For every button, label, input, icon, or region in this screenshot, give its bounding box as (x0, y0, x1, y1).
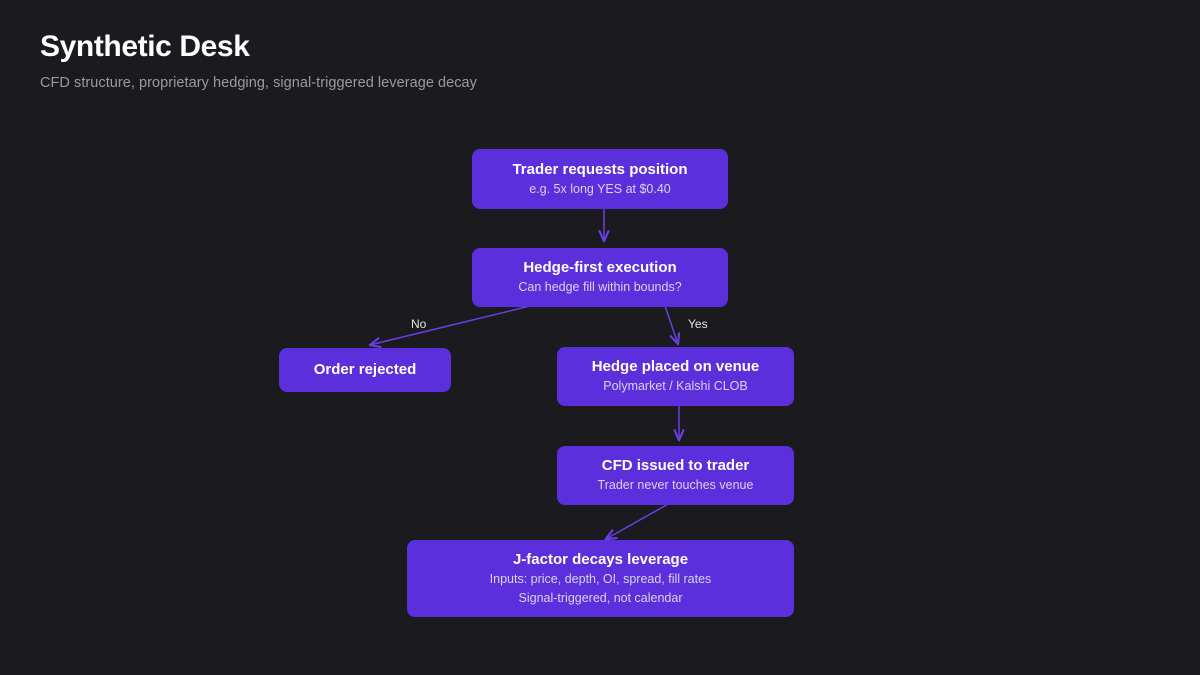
edge-label-yes: Yes (688, 317, 708, 331)
node-hedge-first-execution[interactable]: Hedge-first execution Can hedge fill wit… (472, 248, 728, 307)
node-order-rejected[interactable]: Order rejected (279, 348, 451, 392)
node-hedge-first-execution-title: Hedge-first execution (523, 259, 677, 276)
edge-hedge-first-execution-to-order-rejected (370, 304, 535, 345)
node-j-factor-subtitle: Inputs: price, depth, OI, spread, fill r… (489, 571, 712, 586)
node-cfd-issued-title: CFD issued to trader (601, 457, 750, 474)
node-cfd-issued[interactable]: CFD issued to trader Trader never touche… (557, 446, 794, 505)
page-subtitle: CFD structure, proprietary hedging, sign… (40, 74, 477, 91)
node-hedge-placed-title: Hedge placed on venue (591, 358, 760, 375)
node-order-rejected-title: Order rejected (313, 360, 417, 378)
node-hedge-placed[interactable]: Hedge placed on venue Polymarket / Kalsh… (557, 347, 794, 406)
node-trader-request-subtitle: e.g. 5x long YES at $0.40 (529, 181, 671, 196)
node-trader-request-title: Trader requests position (512, 160, 688, 178)
edge-label-no: No (411, 317, 427, 331)
node-trader-request[interactable]: Trader requests position e.g. 5x long YE… (472, 149, 728, 209)
node-hedge-first-execution-subtitle: Can hedge fill within bounds? (518, 280, 682, 295)
page-title: Synthetic Desk (40, 30, 250, 63)
node-j-factor-title: J-factor decays leverage (512, 550, 689, 568)
node-j-factor[interactable]: J-factor decays leverage Inputs: price, … (407, 540, 794, 617)
page-header: Synthetic Desk CFD structure, proprietar… (40, 30, 477, 91)
node-hedge-placed-subtitle: Polymarket / Kalshi CLOB (603, 379, 748, 394)
edge-hedge-first-execution-to-hedge-placed (664, 305, 678, 344)
node-j-factor-subtitle-2: Signal-triggered, not calendar (518, 590, 683, 605)
edge-cfd-issued-to-j-factor (606, 502, 671, 539)
node-cfd-issued-subtitle: Trader never touches venue (597, 478, 754, 493)
